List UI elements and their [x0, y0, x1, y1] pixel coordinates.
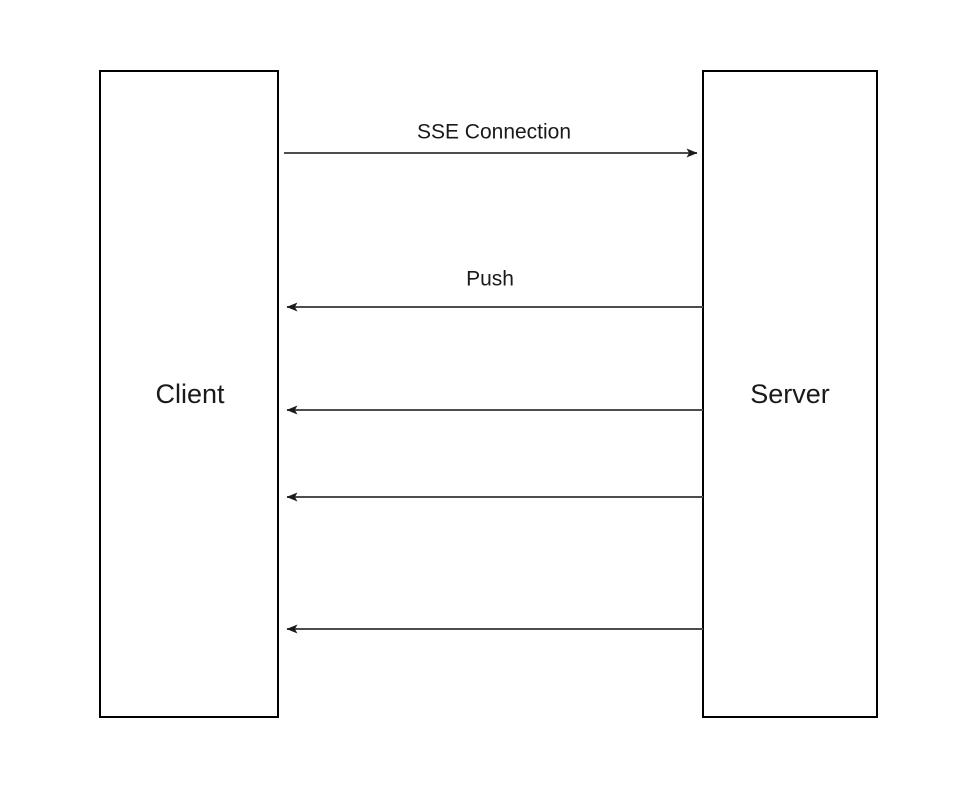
client-label: Client — [155, 379, 225, 409]
push-1-label: Push — [466, 268, 514, 291]
message-sse-connection[interactable]: SSE Connection — [284, 121, 698, 158]
participant-server[interactable]: Server — [702, 70, 878, 718]
message-push-1[interactable]: Push — [286, 268, 703, 312]
sse-connection-label: SSE Connection — [417, 121, 571, 144]
server-label: Server — [750, 379, 830, 409]
participant-client[interactable]: Client — [99, 70, 279, 718]
client-box[interactable] — [99, 70, 279, 718]
server-box[interactable] — [702, 70, 878, 718]
